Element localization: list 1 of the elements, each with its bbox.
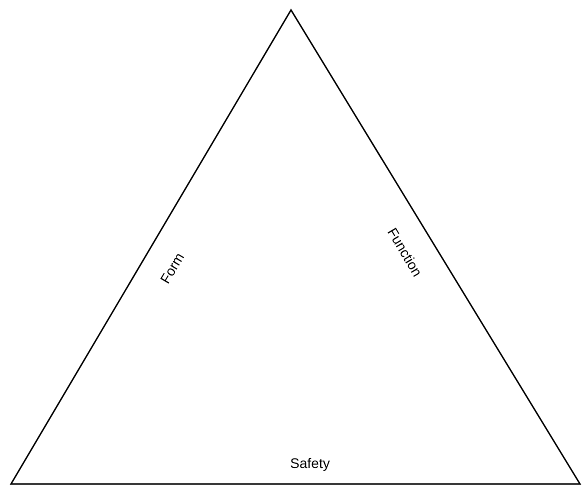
side-label: Safety — [290, 456, 330, 470]
